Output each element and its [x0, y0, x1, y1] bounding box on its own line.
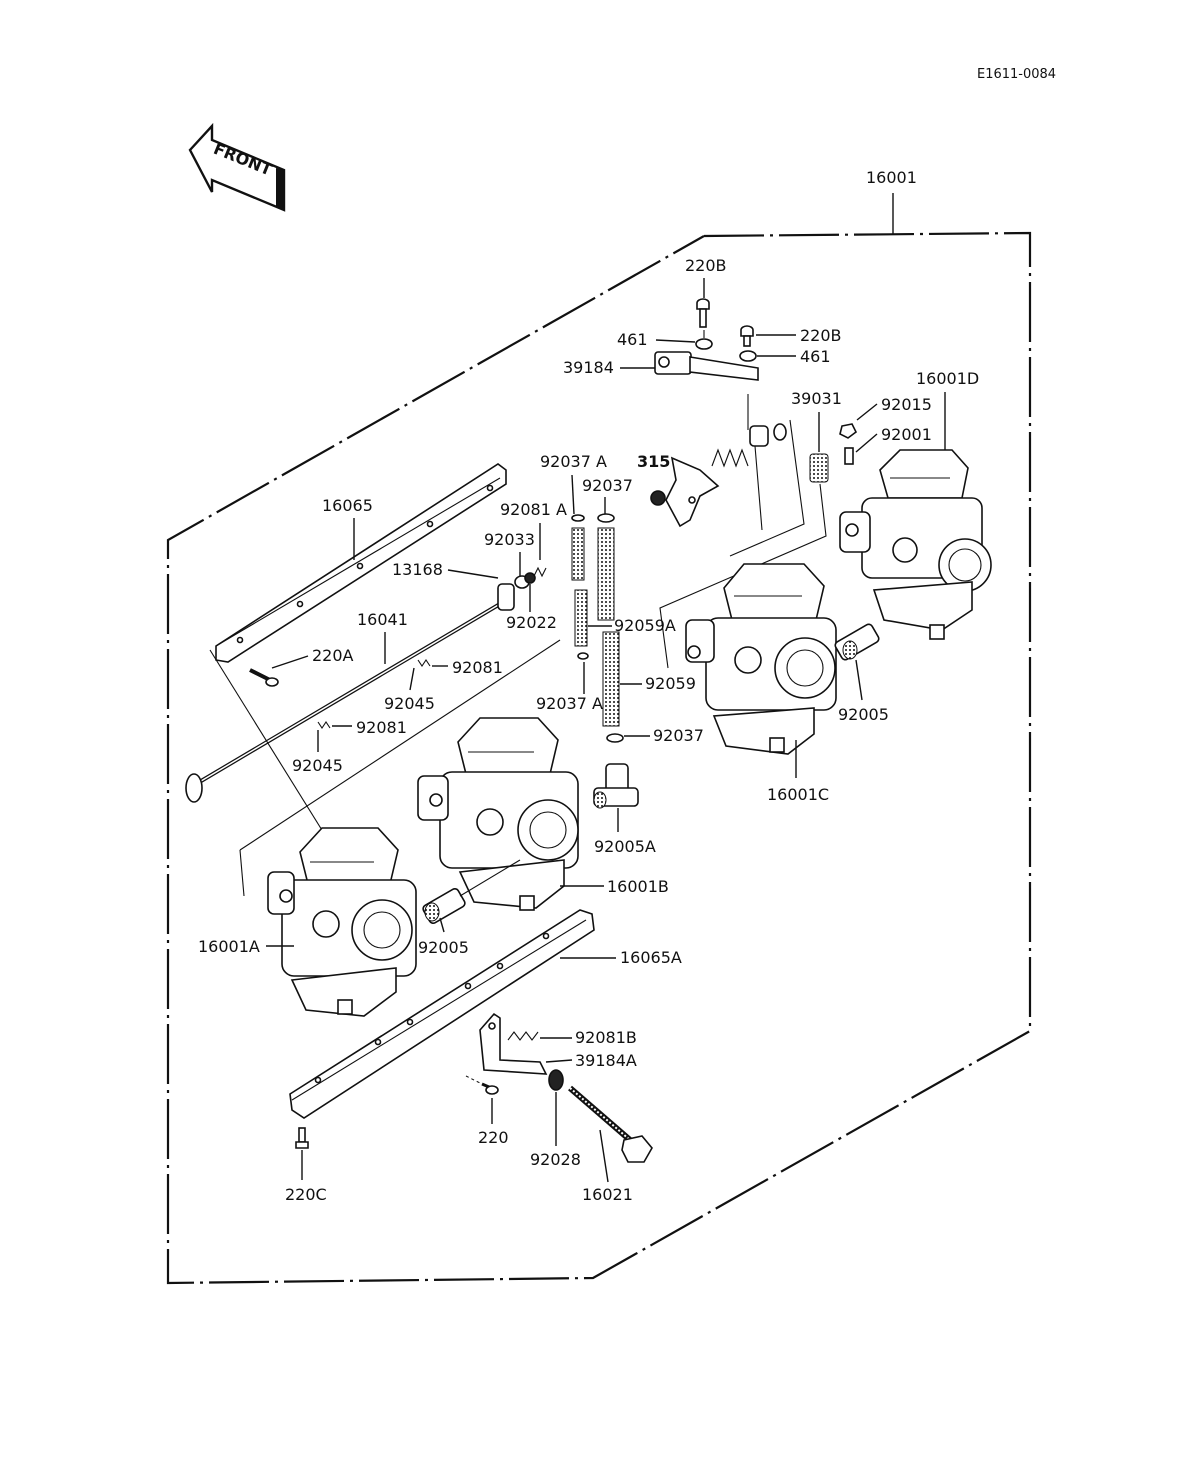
label-461-left: 461 [617, 330, 648, 349]
label-16021: 16021 [582, 1185, 633, 1204]
label-92081b: 92081B [575, 1028, 637, 1047]
assembly-frame [166, 231, 1032, 1285]
label-92081-b: 92081 [356, 718, 407, 737]
clip-92037a-mid [577, 652, 589, 660]
carburetor-16001b [417, 717, 579, 911]
label-92005-right: 92005 [838, 705, 889, 724]
diagram-id: E1611-0084 [977, 67, 1056, 82]
label-39031: 39031 [791, 389, 842, 408]
clip-92037a-top [571, 514, 585, 522]
spring-92081-a [417, 659, 431, 667]
label-220: 220 [478, 1128, 509, 1147]
connector-92005-left [422, 888, 466, 924]
label-16041: 16041 [357, 610, 408, 629]
rail-16065a [289, 909, 595, 1119]
label-16065a: 16065A [620, 948, 682, 967]
bolt-16021 [568, 1085, 653, 1163]
label-92045-a: 92045 [384, 694, 435, 713]
screw-220c [295, 1127, 309, 1149]
label-92081a: 92081 A [500, 500, 567, 519]
washer-461-right [739, 350, 757, 362]
screw-220a [249, 668, 279, 687]
connector-92005-right [834, 623, 880, 661]
fuel-tube-left-lower [574, 589, 588, 647]
label-315: 315 [637, 452, 670, 471]
linkage-plate-315 [650, 456, 720, 528]
clip-92037-mid [606, 733, 624, 743]
label-220b-top: 220B [685, 256, 727, 275]
nut-92022 [524, 572, 536, 584]
label-92059: 92059 [645, 674, 696, 693]
nut-92015 [839, 423, 858, 439]
front-arrow-icon: FRONT [188, 122, 286, 212]
label-92022: 92022 [506, 613, 557, 632]
label-16001d: 16001D [916, 369, 979, 388]
clip-92037-top [597, 513, 615, 523]
spring-92081b [507, 1031, 539, 1041]
label-92081-a: 92081 [452, 658, 503, 677]
spring-92081-b [317, 721, 331, 729]
label-220b-right: 220B [800, 326, 842, 345]
label-92033: 92033 [484, 530, 535, 549]
label-16001b: 16001B [607, 877, 669, 896]
carburetor-16001c [685, 563, 837, 755]
rail-16065 [215, 463, 507, 663]
label-92059a: 92059A [614, 616, 676, 635]
label-39184a: 39184A [575, 1051, 637, 1070]
lever-13168 [497, 583, 515, 611]
screw-92001 [844, 447, 854, 465]
label-92005a: 92005A [594, 837, 656, 856]
connector-92005a [593, 763, 639, 809]
label-92015: 92015 [881, 395, 932, 414]
label-220c: 220C [285, 1185, 327, 1204]
label-16001c: 16001C [767, 785, 829, 804]
fuel-tube-92059a [597, 527, 615, 621]
screw-220b-right [740, 325, 754, 347]
label-92037a-mid: 92037 A [536, 694, 603, 713]
label-13168: 13168 [392, 560, 443, 579]
label-16001: 16001 [866, 168, 917, 187]
washer-461-left [695, 338, 713, 350]
spring-92081a [533, 566, 547, 578]
part-39031 [809, 453, 829, 483]
label-92045-b: 92045 [292, 756, 343, 775]
label-39184: 39184 [563, 358, 614, 377]
label-92037a-top: 92037 A [540, 452, 607, 471]
screw-220b-top [696, 298, 710, 328]
label-461-right: 461 [800, 347, 831, 366]
bracket-39184a [479, 1012, 548, 1075]
shaft-16041 [185, 602, 502, 803]
label-92037-top: 92037 [582, 476, 633, 495]
fuel-tube-92059 [602, 631, 620, 727]
label-92001: 92001 [881, 425, 932, 444]
label-220a: 220A [312, 646, 354, 665]
label-92028: 92028 [530, 1150, 581, 1169]
bracket-39184 [654, 351, 759, 381]
carburetor-16001d [839, 449, 992, 640]
label-92005-left: 92005 [418, 938, 469, 957]
fuel-tube-left-upper [571, 527, 585, 581]
label-16001a: 16001A [198, 937, 260, 956]
throttle-spring [711, 423, 787, 468]
label-16065: 16065 [322, 496, 373, 515]
screw-220 [465, 1075, 499, 1095]
nut-92028 [548, 1069, 564, 1091]
label-92037-mid: 92037 [653, 726, 704, 745]
carburetor-16001a [267, 827, 417, 1017]
